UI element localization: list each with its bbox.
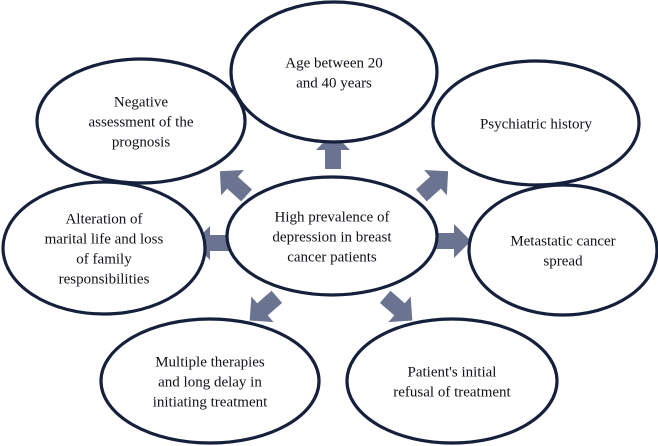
arrow-down-left-icon-shape	[249, 290, 283, 323]
arrow-right-icon	[435, 224, 471, 258]
age-between-20-and-40-years-ellipse	[229, 0, 439, 144]
label-line: Patient's initial	[408, 364, 497, 380]
negative-assessment-of-the-prognosis-label: Negative assessment of the prognosis	[89, 94, 194, 150]
center-label: High prevalence of depression in breast ca…	[272, 209, 392, 265]
node-age-between-20-and-40-years[interactable]: Age between 20 and 40 years	[229, 0, 439, 144]
center-ellipse	[225, 175, 439, 297]
label-line: High prevalence of	[275, 209, 390, 225]
label-line: assessment of the	[89, 114, 194, 130]
negative-assessment-of-the-prognosis-ellipse	[35, 57, 247, 185]
label-line: and 40 years	[296, 75, 372, 91]
arrow-down-right-icon	[379, 290, 413, 323]
arrow-up-right-icon	[416, 170, 449, 202]
label-line: prognosis	[112, 134, 171, 150]
psychiatric-history-label: Psychiatric history	[480, 116, 593, 132]
multiple-therapies-and-long-delay-ellipse	[99, 317, 321, 445]
alteration-of-marital-life-ellipse	[1, 180, 207, 316]
label-line: depression in breast	[272, 229, 392, 245]
psychiatric-history-ellipse	[431, 59, 641, 187]
age-between-20-and-40-years-label: Age between 20 and 40 years	[285, 55, 382, 91]
label-line: spread	[543, 253, 583, 269]
label-line: Age between 20	[285, 55, 382, 71]
label-line: Psychiatric history	[480, 116, 593, 132]
node-alteration-of-marital-life[interactable]: Alteration of marital life and loss of fam…	[1, 180, 207, 316]
patients-initial-refusal-of-treatment-label: Patient's initial refusal of treatment	[393, 364, 511, 400]
label-line: Alteration of	[65, 211, 142, 227]
label-line: Multiple therapies	[155, 354, 265, 370]
node-patients-initial-refusal-of-treatment[interactable]: Patient's initial refusal of treatment	[345, 317, 559, 445]
alteration-of-marital-life-label: Alteration of marital life and loss of fam…	[45, 211, 164, 287]
metastatic-cancer-spread-label: Metastatic cancer spread	[510, 233, 615, 269]
arrow-right-icon-shape	[435, 224, 471, 258]
arrow-up-right-icon-shape	[416, 170, 449, 202]
label-line: Metastatic cancer	[510, 233, 615, 249]
node-negative-assessment-of-the-prognosis[interactable]: Negative assessment of the prognosis	[35, 57, 247, 185]
arrow-down-right-icon-shape	[379, 290, 413, 323]
label-line: and long delay in	[158, 374, 262, 390]
patients-initial-refusal-of-treatment-ellipse	[345, 317, 559, 445]
label-line: marital life and loss	[45, 231, 164, 247]
node-multiple-therapies-and-long-delay[interactable]: Multiple therapies and long delay in initi…	[99, 317, 321, 445]
center-node[interactable]: High prevalence of depression in breast ca…	[225, 175, 439, 297]
arrow-up-left-icon-shape	[219, 170, 252, 202]
node-psychiatric-history[interactable]: Psychiatric history	[431, 59, 641, 187]
label-line: cancer patients	[287, 249, 377, 265]
multiple-therapies-and-long-delay-label: Multiple therapies and long delay in initi…	[153, 354, 268, 410]
metastatic-cancer-spread-ellipse	[467, 183, 658, 317]
arrow-up-left-icon	[219, 170, 252, 202]
label-line: Negative	[114, 94, 168, 110]
label-line: responsibilities	[59, 271, 150, 287]
label-line: refusal of treatment	[393, 384, 511, 400]
label-line: of family	[76, 251, 132, 267]
node-metastatic-cancer-spread[interactable]: Metastatic cancer spread	[467, 183, 658, 317]
label-line: initiating treatment	[153, 394, 268, 410]
arrow-down-left-icon	[249, 290, 283, 323]
